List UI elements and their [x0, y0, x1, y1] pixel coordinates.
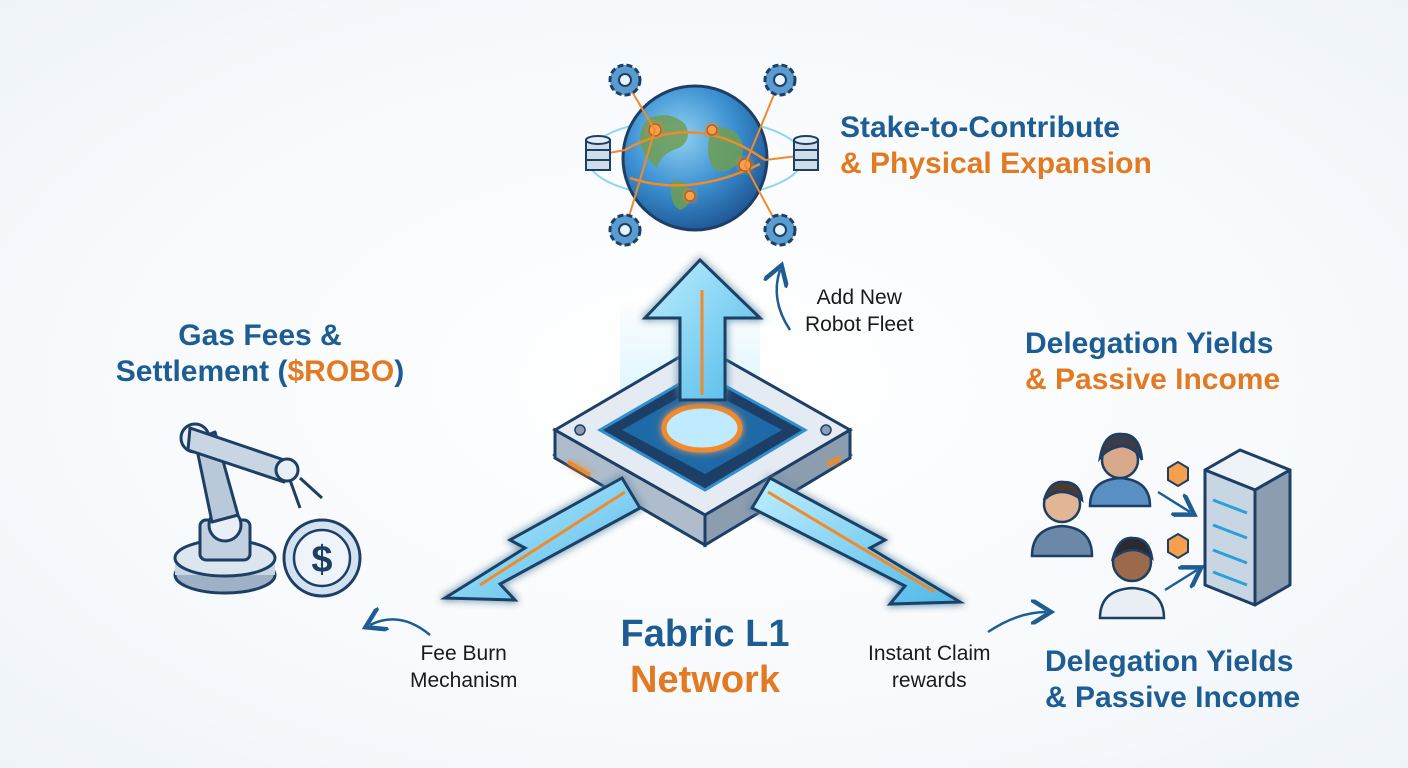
fee-burn-mechanism-label: Fee Burn Mechanism	[410, 640, 517, 695]
curved-arrow-claim	[987, 612, 1046, 634]
deleg-bottom-line-1: Delegation Yields	[1045, 645, 1294, 678]
arrow-right-down	[749, 475, 966, 606]
gear-icon	[763, 213, 797, 247]
deleg-top-line-1: Delegation Yields	[1025, 327, 1274, 360]
gear-icon	[608, 213, 642, 247]
gas-line-2-part-c: )	[394, 355, 405, 388]
globe-icon	[586, 84, 804, 232]
center-line-1: Fabric L1	[620, 613, 790, 655]
gas-line-2: Settlement ($ROBO)	[95, 354, 425, 390]
deleg-bottom-line-2: & Passive Income	[1045, 681, 1301, 714]
database-icon	[793, 135, 819, 171]
claim-line-2: rewards	[891, 669, 967, 693]
arrow-up	[641, 257, 764, 402]
curved-arrow-fee-burn	[370, 619, 431, 636]
person-icon	[1098, 536, 1166, 620]
gas-line-2-robo: $ROBO	[287, 355, 395, 388]
person-icon	[1030, 480, 1094, 558]
gas-line-2-part-a: Settlement (	[115, 355, 288, 388]
fee-burn-line-1: Fee Burn	[420, 642, 507, 665]
stake-line-2: & Physical Expansion	[840, 147, 1152, 180]
add-new-robot-fleet-label: Add New Robot Fleet	[805, 284, 914, 339]
curved-arrow-add-fleet	[777, 270, 792, 331]
center-line-2: Network	[630, 658, 780, 701]
deleg-top-line-2: & Passive Income	[1025, 363, 1281, 396]
stake-to-contribute-label: Stake-to-Contribute & Physical Expansion	[840, 110, 1152, 182]
coin-icon: $	[282, 518, 362, 598]
arrow-left-down	[439, 475, 643, 602]
add-fleet-line-2: Robot Fleet	[805, 313, 914, 337]
stake-line-1: Stake-to-Contribute	[840, 111, 1120, 144]
gear-icon	[763, 63, 797, 97]
add-fleet-line-1: Add New	[816, 286, 902, 309]
platform-base	[551, 343, 854, 548]
robot-arm-icon	[173, 422, 324, 595]
database-icon	[585, 135, 611, 171]
fabric-l1-network-title: Fabric L1 Network	[580, 612, 830, 703]
fee-burn-line-2: Mechanism	[410, 669, 518, 693]
gas-line-1: Gas Fees &	[178, 319, 342, 352]
claim-line-1: Instant Claim	[868, 642, 991, 665]
delegation-yields-top-label: Delegation Yields & Passive Income	[1025, 326, 1280, 398]
token-icon	[1167, 460, 1189, 488]
person-icon	[1088, 432, 1152, 508]
delegation-yields-bottom-label: Delegation Yields & Passive Income	[1045, 644, 1300, 716]
token-icon	[1167, 532, 1189, 560]
instant-claim-rewards-label: Instant Claim rewards	[868, 640, 991, 695]
gear-icon	[608, 63, 642, 97]
flow-arrow	[1164, 570, 1197, 592]
server-rack-icon	[1203, 448, 1292, 607]
flow-arrow	[1157, 490, 1190, 512]
svg-text:$: $	[311, 539, 332, 581]
gas-fees-label: Gas Fees & Settlement ($ROBO)	[95, 318, 425, 390]
